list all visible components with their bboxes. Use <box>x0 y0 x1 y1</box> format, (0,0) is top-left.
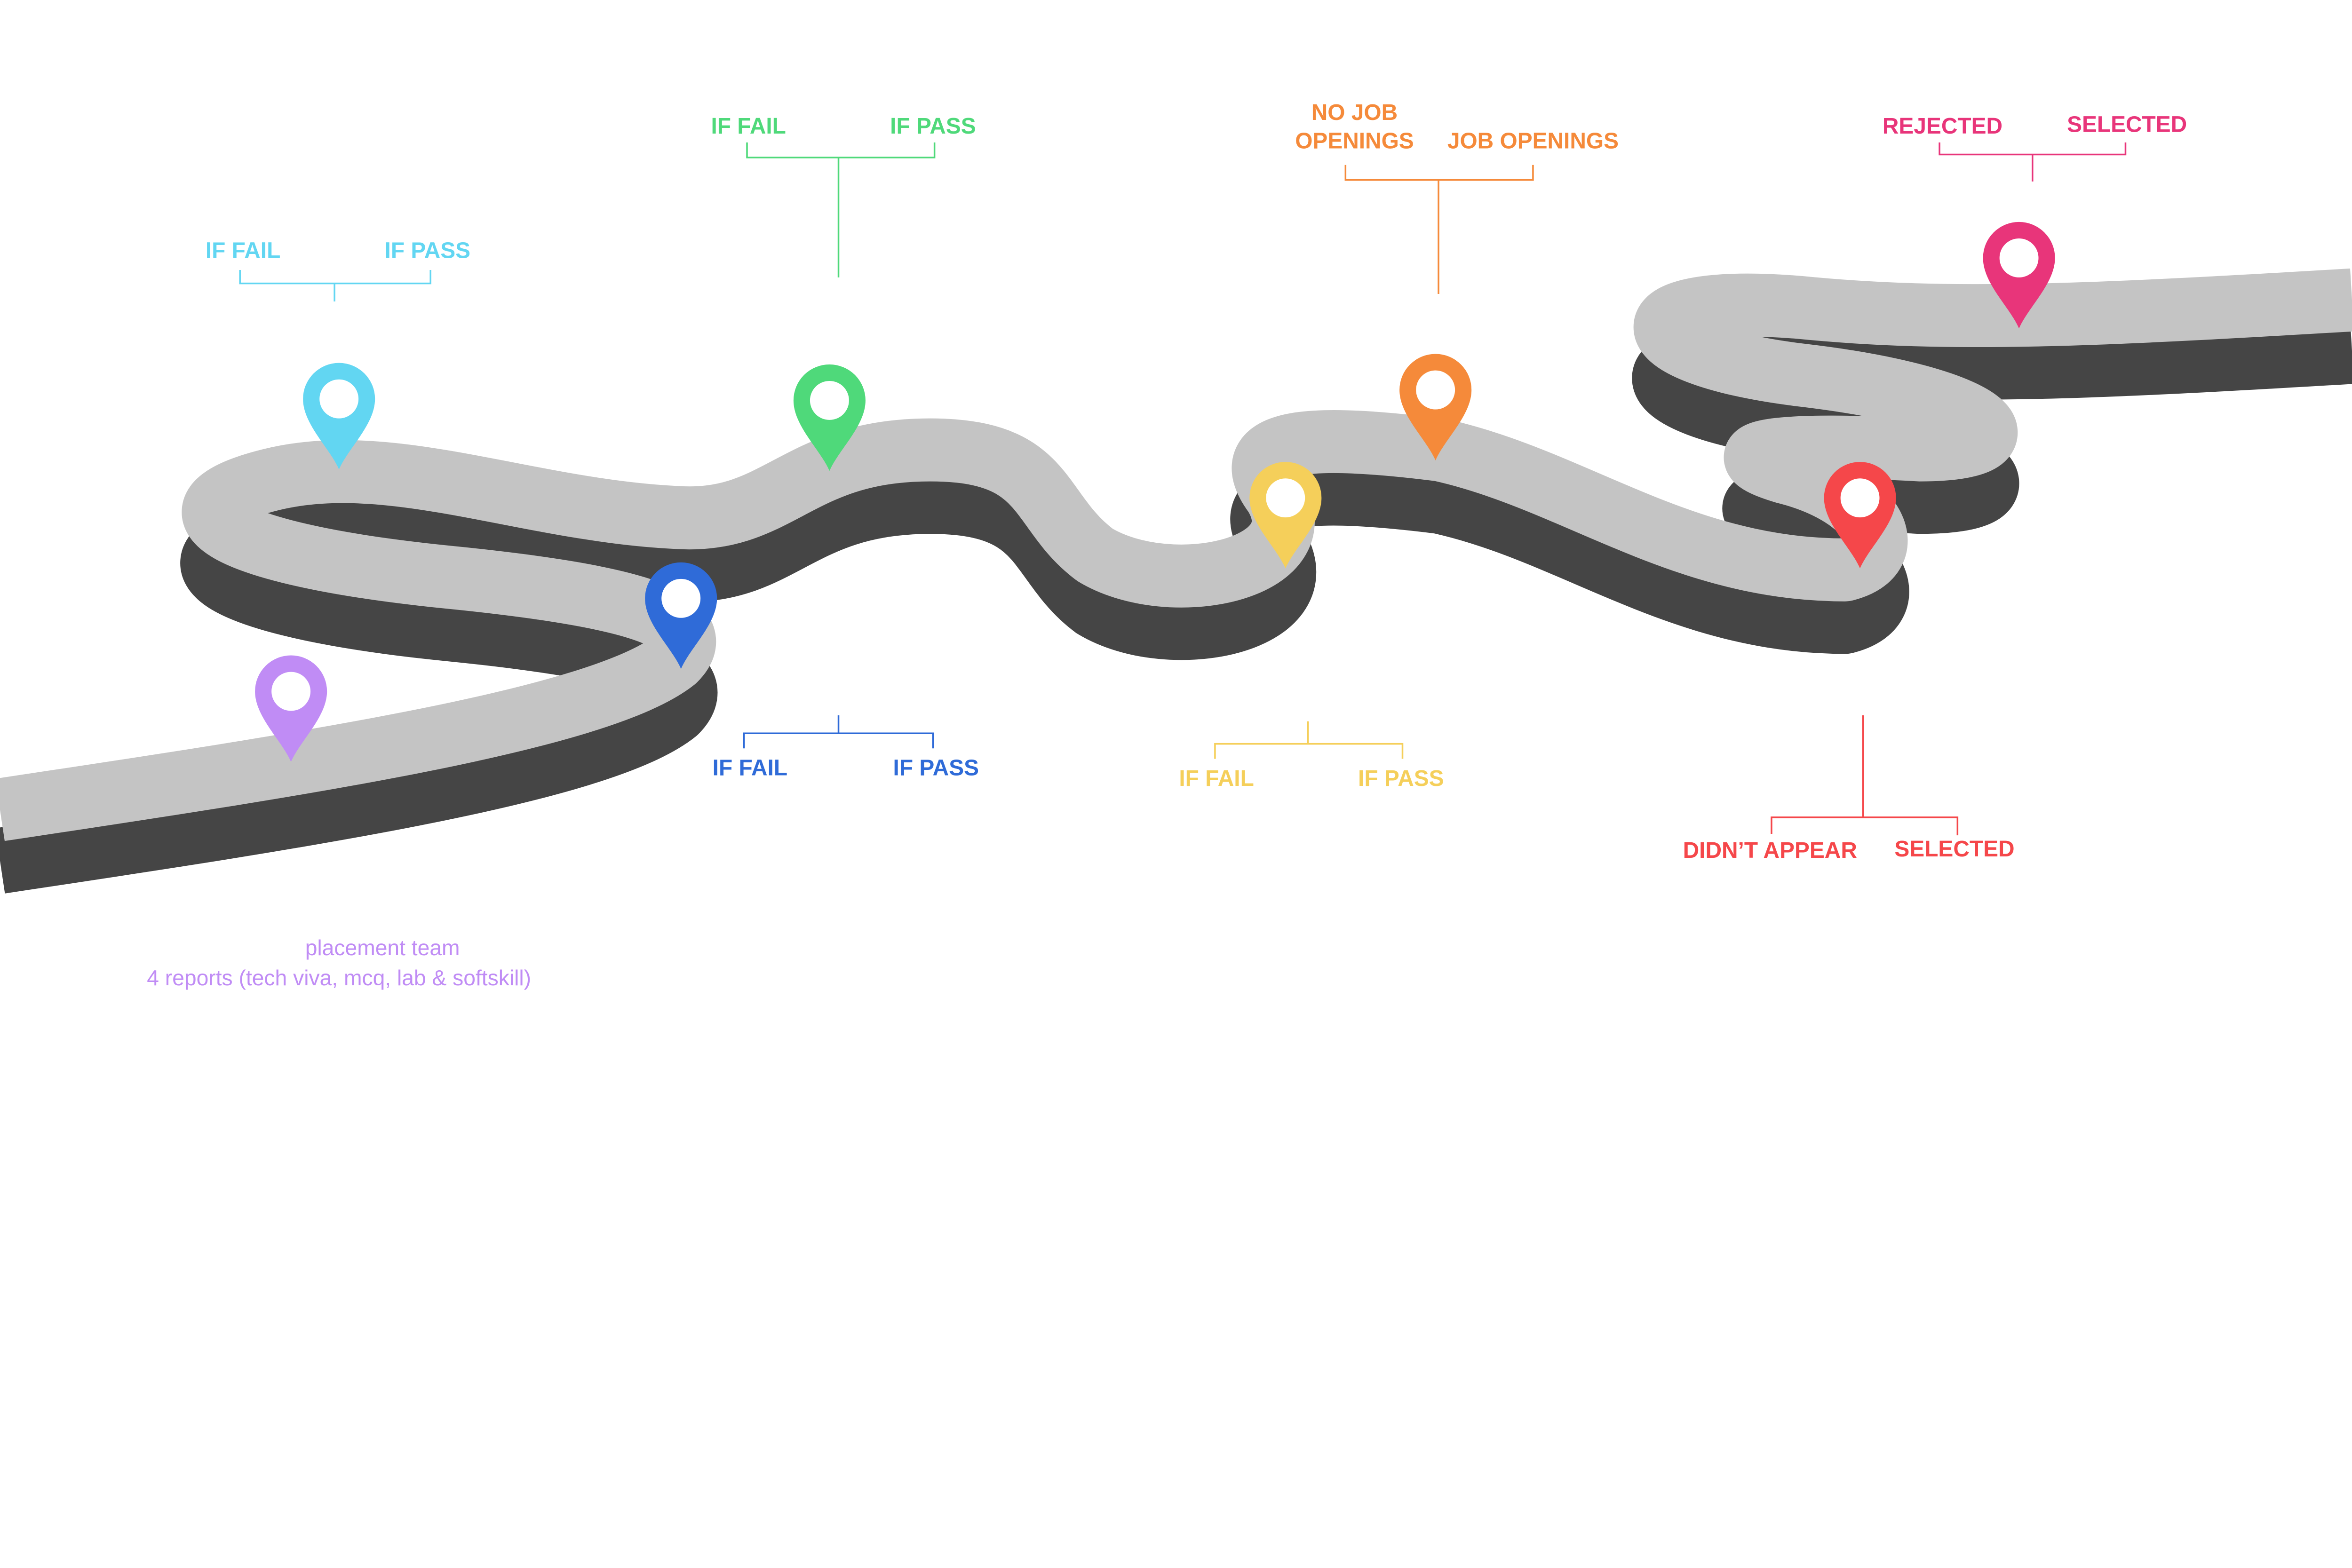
pin-red-icon <box>1824 462 1896 569</box>
stage-cyan-branches: IF FAIL IF PASS <box>206 238 470 301</box>
pin-cyan-icon <box>303 363 375 470</box>
branch-label: SELECTED <box>1894 837 2014 862</box>
stage-blue-branches: IF FAIL IF PASS <box>713 715 979 781</box>
pin-yellow-icon <box>1249 462 1322 569</box>
branch-label: OPENINGS <box>1295 129 1414 154</box>
branch-label: IF FAIL <box>1179 766 1254 791</box>
pin-orange-icon <box>1399 354 1472 460</box>
stage-note: 4 reports (tech viva, mcq, lab & softski… <box>147 966 531 990</box>
placement-roadmap: placement team 4 reports (tech viva, mcq… <box>0 100 2352 990</box>
branch-label: IF PASS <box>893 756 979 781</box>
branch-label: IF PASS <box>385 238 471 263</box>
stage-red-branches: DIDN’T APPEAR SELECTED <box>1683 715 2015 863</box>
branch-label: REJECTED <box>1883 114 2002 139</box>
pin-blue-icon <box>645 562 717 669</box>
branch-label: IF FAIL <box>713 756 787 781</box>
stage-green-branches: IF FAIL IF PASS <box>711 114 976 277</box>
pin-green-icon <box>793 364 866 471</box>
branch-label: IF PASS <box>1358 766 1444 791</box>
branch-label: DIDN’T APPEAR <box>1683 838 1857 863</box>
stage-note: placement team <box>305 935 460 960</box>
stage-yellow-branches: IF FAIL IF PASS <box>1179 721 1444 791</box>
branch-label: IF FAIL <box>711 114 786 139</box>
branch-label: NO JOB <box>1311 100 1398 125</box>
stage-pink-branches: REJECTED SELECTED <box>1883 112 2187 182</box>
pin-purple-icon <box>255 655 327 762</box>
stage-orange-branches: NO JOB OPENINGS JOB OPENINGS <box>1295 100 1619 294</box>
branch-label: JOB OPENINGS <box>1447 129 1619 154</box>
branch-label: IF FAIL <box>206 238 280 263</box>
branch-label: SELECTED <box>2067 112 2187 137</box>
branch-label: IF PASS <box>890 114 976 139</box>
pin-pink-icon <box>1983 222 2055 329</box>
